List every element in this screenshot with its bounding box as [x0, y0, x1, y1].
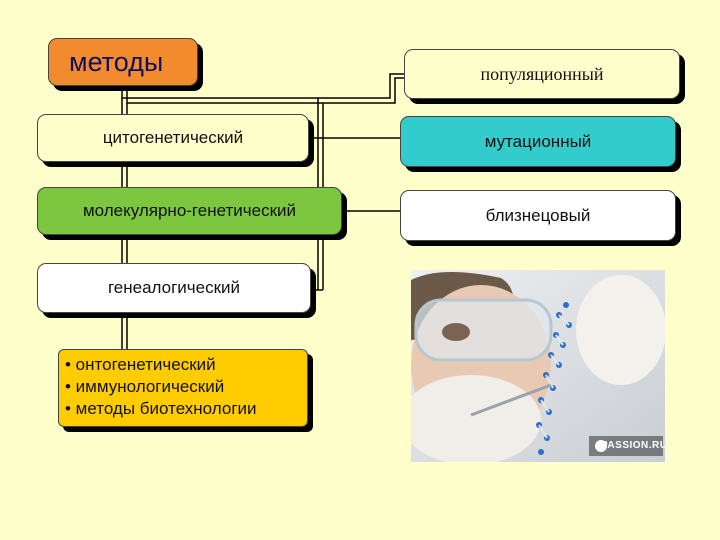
list-item: • иммунологический: [65, 377, 225, 396]
node-molecular-genetic-label: молекулярно-генетический: [82, 201, 297, 220]
node-population-label: популяционный: [480, 63, 604, 84]
node-cytogenetic: цитогенетический: [37, 114, 309, 162]
methods-root-label: методы: [69, 46, 164, 77]
node-cytogenetic-label: цитогенетический: [102, 128, 244, 147]
node-twin-label: близнецовый: [485, 205, 591, 225]
scientist-illustration: [411, 270, 665, 462]
list-item: • методы биотехнологии: [65, 399, 257, 418]
list-item: • онтогенетический: [65, 355, 216, 374]
node-mutational: мутационный: [400, 116, 676, 167]
node-molecular-genetic: молекулярно-генетический: [37, 187, 342, 235]
node-mutational-label: мутационный: [484, 131, 592, 151]
scientist-dna-photo: PASSION.RU: [411, 270, 665, 462]
other-methods-list: • онтогенетический • иммунологический • …: [58, 349, 308, 427]
node-twin: близнецовый: [400, 190, 676, 241]
methods-root-node: методы: [48, 38, 198, 86]
node-population: популяционный: [404, 49, 680, 99]
node-genealogical-label: генеалогический: [107, 278, 241, 297]
photo-watermark: PASSION.RU: [601, 440, 665, 451]
node-genealogical: генеалогический: [37, 263, 311, 313]
